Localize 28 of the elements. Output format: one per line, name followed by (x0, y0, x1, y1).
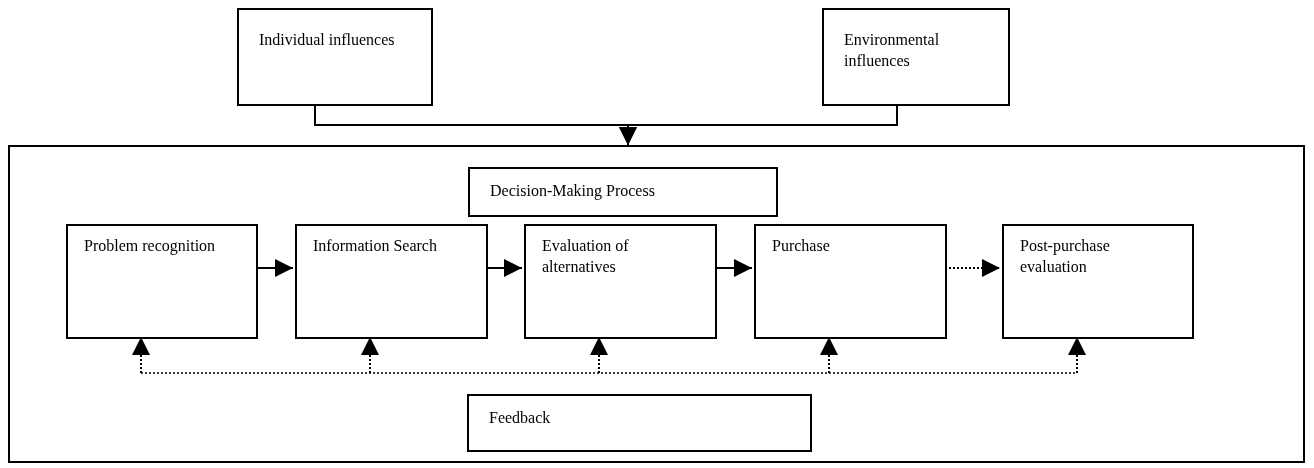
process-box (822, 8, 1010, 106)
node-label: Evaluation of alternatives (542, 236, 630, 277)
node-label: Purchase (772, 236, 831, 256)
arrow (714, 259, 753, 277)
arrow (820, 336, 838, 374)
process-box (66, 224, 258, 339)
process-box (295, 224, 488, 339)
process-box (754, 224, 947, 339)
arrow (1068, 336, 1086, 374)
process-box (467, 394, 812, 452)
node-label: Post-purchase evaluation (1020, 236, 1111, 277)
node-label: Feedback (489, 408, 552, 428)
frame-box (8, 145, 1305, 463)
arrow (590, 336, 608, 374)
arrow (361, 336, 379, 374)
node-label: Problem recognition (84, 236, 217, 257)
arrow (132, 336, 150, 374)
node-label: Individual influences (259, 30, 396, 50)
arrow (255, 259, 294, 277)
node-label: Information Search (313, 236, 438, 256)
arrow (619, 105, 898, 146)
node-label: Environmental influences (844, 30, 941, 71)
process-box (468, 167, 778, 217)
process-box (1002, 224, 1194, 339)
node-label: Decision-Making Process (490, 181, 656, 202)
arrow (485, 259, 523, 277)
process-box (524, 224, 717, 339)
process-box (237, 8, 433, 106)
